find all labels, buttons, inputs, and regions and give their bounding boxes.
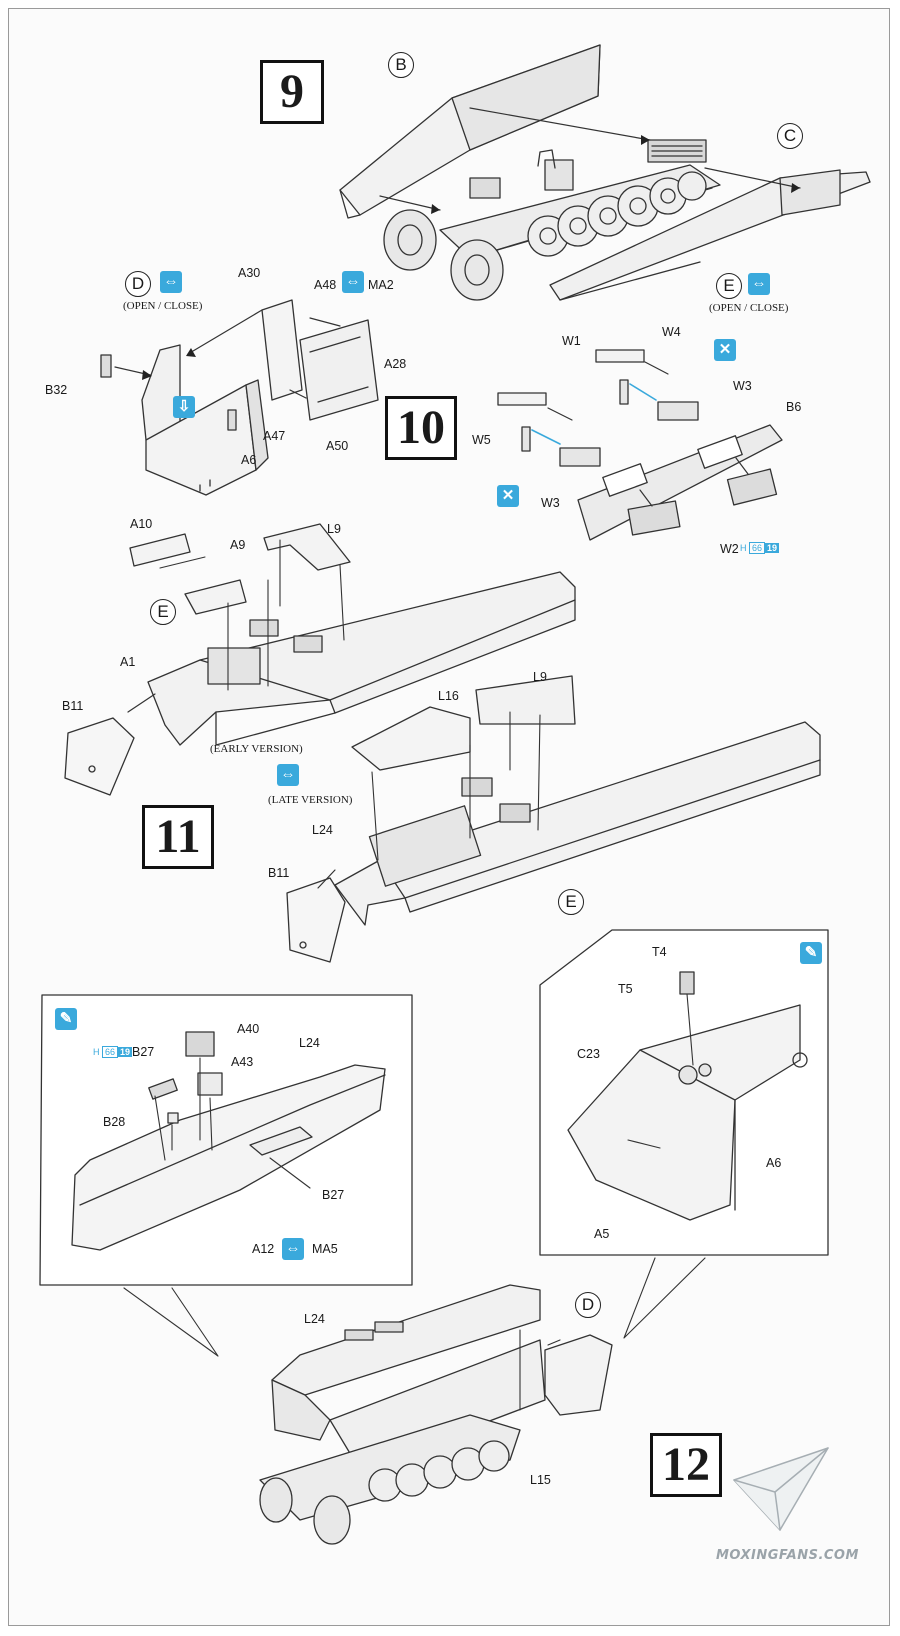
step11-early-drawing	[64, 523, 576, 796]
remove-icon: ✕	[714, 339, 736, 361]
part-label: W5	[472, 433, 491, 447]
part-label: B32	[45, 383, 68, 397]
part-label: T4	[652, 945, 667, 959]
part-label: B27	[322, 1188, 345, 1202]
part-label: A6	[241, 453, 257, 467]
part-label: A43	[231, 1055, 254, 1069]
caption-late-version: (LATE VERSION)	[268, 794, 353, 806]
circle-label-d-step10: D	[125, 271, 151, 297]
option-icon: ⇔	[282, 1238, 304, 1260]
part-label: B28	[103, 1115, 126, 1129]
step12-callout-left	[39, 994, 413, 1357]
remove-icon: ✕	[497, 485, 519, 507]
part-label: B6	[786, 400, 802, 414]
option-icon: ⇔	[342, 271, 364, 293]
option-icon: ⇔	[748, 273, 770, 295]
part-label: L24	[312, 823, 333, 837]
part-label: A9	[230, 538, 246, 552]
part-label: L16	[438, 689, 459, 703]
step9-drawing	[339, 44, 871, 301]
step11-late-drawing	[286, 675, 821, 963]
part-label: A47	[263, 429, 286, 443]
part-label: A28	[384, 357, 407, 371]
step12-callout-right	[539, 929, 829, 1339]
part-label: A5	[594, 1227, 610, 1241]
part-label: C23	[577, 1047, 600, 1061]
part-label: A6	[766, 1156, 782, 1170]
part-label: W4	[662, 325, 681, 339]
paint-brush-icon: ✎	[800, 942, 822, 964]
part-label: W1	[562, 334, 581, 348]
circle-label-e-late: E	[558, 889, 584, 915]
part-label: A40	[237, 1022, 260, 1036]
part-label: L24	[304, 1312, 325, 1326]
part-label: MA5	[312, 1242, 338, 1256]
part-label: A48	[314, 278, 337, 292]
part-label: MA2	[368, 278, 394, 292]
part-label: A30	[238, 266, 261, 280]
part-label: B11	[62, 699, 84, 713]
part-label: W3	[733, 379, 752, 393]
circle-label-b: B	[388, 52, 414, 78]
watermark-text: MOXINGFANS.COM	[716, 1548, 859, 1563]
part-label: A12	[252, 1242, 275, 1256]
part-label: T5	[618, 982, 633, 996]
part-label: W3	[541, 496, 560, 510]
step-number-10: 10	[385, 396, 457, 460]
part-label: W2	[720, 542, 739, 556]
circle-label-d-step12: D	[575, 1292, 601, 1318]
circle-label-c: C	[777, 123, 803, 149]
step-number-11: 11	[142, 805, 214, 869]
caption-open-close-d: (OPEN / CLOSE)	[123, 300, 203, 312]
part-label: L15	[530, 1473, 551, 1487]
caption-open-close-e: (OPEN / CLOSE)	[709, 302, 789, 314]
paper-plane-logo	[733, 1447, 829, 1531]
part-label: A10	[130, 517, 153, 531]
paint-brush-icon: ✎	[55, 1008, 77, 1030]
part-label: L24	[299, 1036, 320, 1050]
caption-early-version: (EARLY VERSION)	[210, 743, 303, 755]
part-label: A50	[326, 439, 349, 453]
circle-label-e-step10: E	[716, 273, 742, 299]
part-label: B27	[132, 1045, 155, 1059]
part-label: L9	[327, 522, 341, 536]
circle-label-e-early: E	[150, 599, 176, 625]
option-icon: ⇔	[160, 271, 182, 293]
part-label: B11	[268, 866, 290, 880]
step12-vehicle	[259, 1284, 613, 1545]
part-label: A1	[120, 655, 136, 669]
option-icon: ⇔	[277, 764, 299, 786]
step10-ports-drawing	[497, 349, 783, 541]
cement-icon: ⇩	[173, 396, 195, 418]
step10-door-drawing	[100, 299, 379, 496]
part-label: L9	[533, 670, 547, 684]
step-number-12: 12	[650, 1433, 722, 1497]
step-number-9: 9	[260, 60, 324, 124]
